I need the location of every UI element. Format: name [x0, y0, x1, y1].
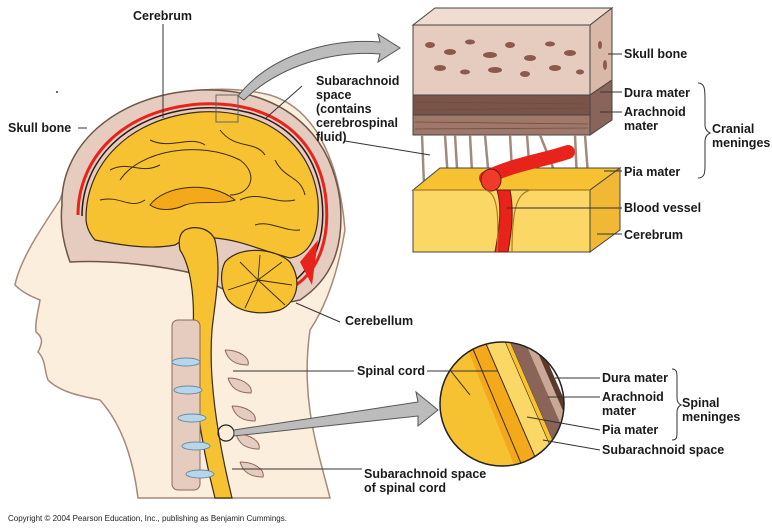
corpus-callosum: [149, 186, 237, 210]
stray-dot: [56, 91, 58, 93]
inset-label-arachnoid-mater: Arachnoid mater: [624, 105, 686, 133]
cerebrum-shape: [85, 111, 319, 259]
inset-skull-top: [411, 7, 614, 26]
cranial-inset: [411, 6, 622, 253]
spinal-label-pia-mater: Pia mater: [602, 423, 659, 437]
cranial-meninges-brace: [697, 82, 712, 179]
fibrous-lines: [414, 101, 589, 130]
inset-pia-line-right: [511, 189, 590, 253]
spinal-label-subarachnoid-space: Subarachnoid space: [602, 443, 725, 457]
inset-meninges-side: [589, 79, 613, 136]
inset-blood-vessel: [494, 189, 513, 253]
arrow-to-spinal-inset: [233, 390, 439, 437]
inset-cerebrum-side: [589, 167, 621, 253]
label-subarachnoid-space: Subarachnoid space (contains cerebrospin…: [316, 74, 400, 144]
label-spinal-meninges: Spinal meninges: [682, 396, 741, 424]
label-cranial-meninges: Cranial meninges: [712, 122, 771, 150]
label-cerebellum: Cerebellum: [345, 314, 414, 328]
cranial-zoom-box: [215, 94, 239, 123]
inset-vessel-opening: [480, 168, 502, 192]
arrow-to-cranial-inset: [237, 32, 401, 101]
spinal-meninges-brace: [671, 368, 683, 441]
cerebellum-folia: [227, 254, 293, 309]
venous-sinus: [300, 240, 318, 285]
label-cerebrum: Cerebrum: [133, 9, 193, 23]
inset-label-pia-mater: Pia mater: [624, 165, 681, 179]
spinal-leaders: [78, 24, 683, 470]
spinal-inset: [439, 341, 565, 467]
copyright-notice: Copyright © 2004 Pearson Education, Inc.…: [8, 514, 287, 523]
spinal-inset-circle: [439, 341, 565, 467]
inset-label-blood-vessel: Blood vessel: [624, 201, 702, 215]
bone-pores: [425, 39, 607, 77]
gyri: [99, 129, 306, 231]
inset-skull-front: [412, 24, 591, 96]
inset-label-cerebrum: Cerebrum: [624, 228, 684, 242]
spinal-label-dura-mater: Dura mater: [602, 371, 668, 385]
inset-arachnoid: [412, 114, 591, 136]
spinal-label-arachnoid-mater: Arachnoid mater: [602, 390, 664, 418]
label-spinal-cord: Spinal cord: [357, 364, 426, 378]
cranial-leaders: [265, 53, 712, 235]
inset-pia-line: [413, 189, 499, 253]
dura-red-line: [76, 102, 329, 287]
inset-dura: [412, 94, 591, 116]
label-skull-bone: Skull bone: [8, 121, 72, 135]
dura-dark-line: [81, 107, 324, 283]
head-illustration: [14, 88, 346, 499]
brainstem-spinal-cord: [178, 227, 233, 499]
inset-label-skull-bone: Skull bone: [624, 47, 688, 61]
inset-label-dura-mater: Dura mater: [624, 86, 690, 100]
label-subarachnoid-spinal: Subarachnoid space of spinal cord: [364, 467, 487, 495]
